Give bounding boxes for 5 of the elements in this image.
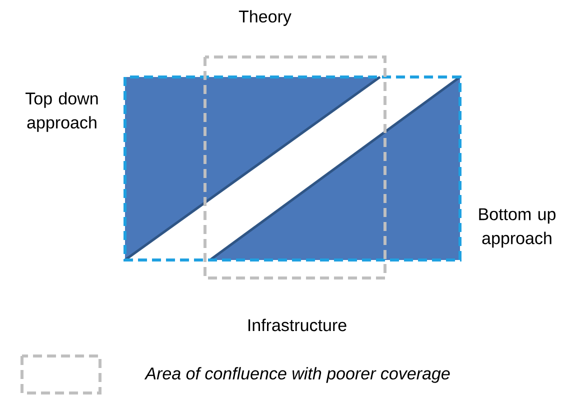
axis-label: Top down approach xyxy=(26,92,98,132)
legend-text: Area of confluence with poorer coverage xyxy=(144,367,450,383)
axis-label: Theory xyxy=(238,10,292,26)
axis-label: Infrastructure xyxy=(248,318,346,332)
axis-label: Bottom up approach xyxy=(479,208,556,248)
